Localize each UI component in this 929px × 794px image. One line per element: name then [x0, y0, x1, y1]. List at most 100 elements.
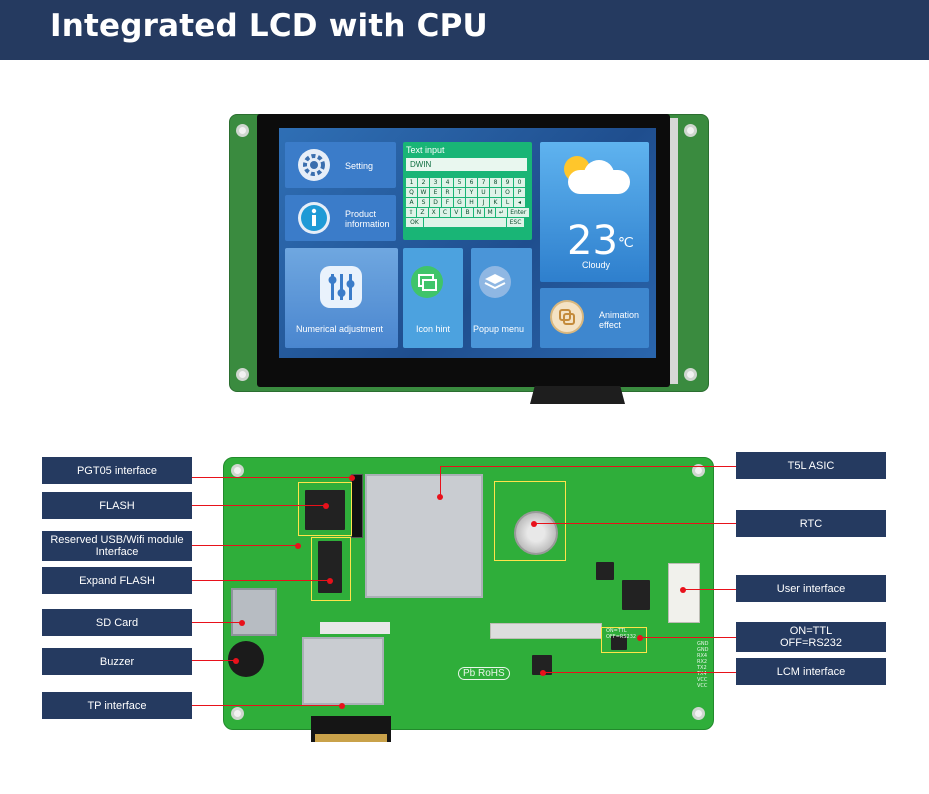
key[interactable]: O	[502, 188, 513, 197]
expand-flash-chip	[318, 541, 342, 593]
key[interactable]: C	[439, 208, 451, 217]
mount-hole	[684, 368, 697, 381]
enter-arrow-key[interactable]: ↵	[496, 208, 507, 217]
temperature-value: 23	[567, 218, 618, 264]
key[interactable]: Q	[406, 188, 417, 197]
pin-label: TX4	[697, 671, 707, 677]
icon-hint-tile[interactable]: Icon hint	[403, 248, 463, 348]
rtc-highlight	[494, 481, 566, 561]
key[interactable]: 1	[406, 178, 417, 187]
key[interactable]: K	[490, 198, 501, 207]
pin-label: GND	[697, 641, 709, 647]
inductor	[596, 562, 614, 580]
weather-tile[interactable]: 23 ℃ Cloudy	[540, 142, 649, 282]
callout-dot	[680, 587, 686, 593]
enter-key[interactable]: Enter	[507, 208, 530, 217]
lcd-screen: Setting Product information Numerical ad…	[279, 128, 656, 358]
callout-line	[192, 580, 330, 581]
key[interactable]: 7	[478, 178, 489, 187]
setting-tile[interactable]: Setting	[285, 142, 396, 188]
page-title: Integrated LCD with CPU	[50, 8, 488, 44]
sd-card-slot	[231, 588, 277, 636]
callout-line	[192, 660, 236, 661]
callout-dot	[239, 620, 245, 626]
callout-dot	[327, 578, 333, 584]
product-information-tile[interactable]: Product information	[285, 195, 396, 241]
key[interactable]: G	[454, 198, 465, 207]
key[interactable]: Z	[417, 208, 428, 217]
key[interactable]: M	[484, 208, 496, 217]
key[interactable]: 2	[418, 178, 429, 187]
key[interactable]: H	[466, 198, 477, 207]
callout-tp-interface: TP interface	[42, 692, 192, 719]
callout-t5l-asic: T5L ASIC	[736, 452, 886, 479]
numerical-adjustment-tile[interactable]: Numerical adjustment	[285, 248, 398, 348]
icon-hint-label: Icon hint	[416, 324, 451, 334]
callout-dot	[540, 670, 546, 676]
temperature-unit: ℃	[618, 234, 634, 250]
key[interactable]: 6	[466, 178, 477, 187]
animation-label: Animation effect	[599, 310, 640, 330]
lcm-connector	[490, 623, 602, 639]
text-input-field[interactable]: DWIN	[406, 158, 527, 171]
key[interactable]: V	[451, 208, 462, 217]
callout-dot	[349, 475, 355, 481]
flash-highlight	[298, 482, 352, 536]
flash-chip	[305, 490, 345, 530]
key[interactable]: U	[478, 188, 489, 197]
mount-hole	[692, 707, 705, 720]
key[interactable]: 9	[502, 178, 513, 187]
mount-hole	[236, 368, 249, 381]
pin-label: RX2	[697, 659, 708, 665]
expand-flash-highlight	[311, 537, 351, 601]
mount-hole	[231, 464, 244, 477]
tp-shield	[302, 637, 384, 705]
text-input-tile[interactable]: Text input DWIN 1 2 3 4 5 6 7 8 9 0 Q W …	[403, 142, 532, 240]
esc-key[interactable]: ESC	[507, 218, 524, 227]
key[interactable]: F	[442, 198, 453, 207]
rohs-label: RoHS	[478, 668, 505, 679]
key[interactable]: 5	[454, 178, 465, 187]
key[interactable]: R	[442, 188, 453, 197]
key[interactable]: N	[473, 208, 484, 217]
callout-dot	[339, 703, 345, 709]
key[interactable]: 3	[430, 178, 441, 187]
callout-line	[192, 545, 298, 546]
key[interactable]: A	[406, 198, 417, 207]
pin-label: VCC	[697, 683, 708, 689]
shift-key[interactable]: ⇧	[406, 208, 417, 217]
numerical-label: Numerical adjustment	[296, 324, 384, 334]
key[interactable]: T	[454, 188, 465, 197]
key[interactable]: J	[478, 198, 489, 207]
key[interactable]: X	[428, 208, 439, 217]
animation-effect-tile[interactable]: Animation effect	[540, 288, 649, 348]
key[interactable]: 4	[442, 178, 453, 187]
pin-label: TX2	[697, 665, 707, 671]
key[interactable]: B	[462, 208, 473, 217]
rohs-mark: Pb RoHS	[458, 667, 510, 680]
key[interactable]: 8	[490, 178, 501, 187]
text-input-title: Text input	[406, 145, 445, 155]
ok-key[interactable]: OK	[406, 218, 423, 227]
pin-labels: GND GND RX4 RX2 TX2 TX4 VCC VCC	[697, 641, 711, 689]
key[interactable]: E	[430, 188, 441, 197]
popup-menu-tile[interactable]: Popup menu	[471, 248, 532, 348]
pin-label: VCC	[697, 677, 708, 683]
callout-line	[534, 523, 736, 524]
key[interactable]: W	[418, 188, 429, 197]
bezel-edge	[670, 118, 678, 384]
key[interactable]: D	[430, 198, 441, 207]
backspace-key[interactable]: ◂	[514, 198, 525, 207]
key[interactable]: 0	[514, 178, 525, 187]
callout-expand-flash: Expand FLASH	[42, 567, 192, 594]
window-icon	[411, 266, 443, 298]
key[interactable]: L	[502, 198, 513, 207]
space-key[interactable]	[424, 218, 506, 227]
key[interactable]: I	[490, 188, 501, 197]
ic-chip	[622, 580, 650, 610]
key[interactable]: P	[514, 188, 525, 197]
key[interactable]: S	[418, 198, 429, 207]
callout-line	[192, 505, 326, 506]
callout-pgt05: PGT05 interface	[42, 457, 192, 484]
key[interactable]: Y	[466, 188, 477, 197]
